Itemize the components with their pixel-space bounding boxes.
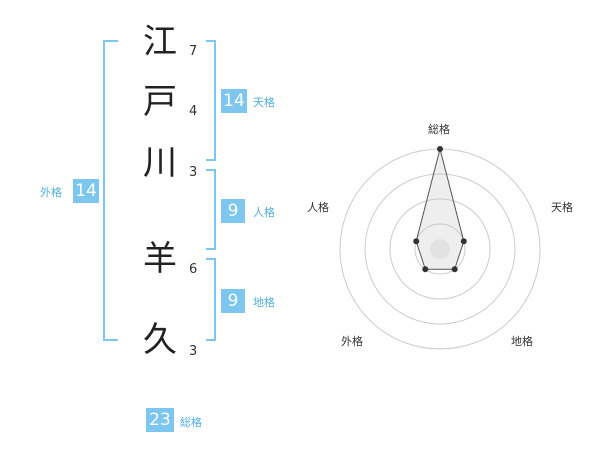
radar-center-disc: [430, 239, 450, 259]
stroke-count-3: 3: [189, 165, 198, 180]
chikaku-bracket: [206, 258, 216, 341]
jinkaku-label: 人格: [253, 206, 275, 219]
radar-point-外格: [422, 266, 429, 273]
radar-label-gaikaku: 外格: [341, 335, 363, 348]
radar-grid-ring-1: [414, 223, 466, 275]
radar-label-chikaku: 地格: [511, 335, 533, 348]
radar-grid-ring-3: [364, 173, 516, 325]
radar-point-天格: [460, 238, 467, 245]
tenkaku-value: 14: [221, 89, 247, 113]
soukaku-label: 総格: [180, 416, 202, 429]
stroke-count-2: 4: [189, 104, 198, 119]
radar-point-地格: [451, 266, 458, 273]
soukaku-value: 23: [146, 408, 174, 432]
jinkaku-bracket: [206, 169, 216, 250]
chikaku-label: 地格: [253, 296, 275, 309]
name-char-1: 江: [143, 22, 177, 62]
radar-label-soukaku: 総格: [428, 123, 450, 136]
stroke-count-4: 6: [189, 262, 198, 277]
gaikaku-bracket: [103, 40, 118, 341]
gaikaku-label: 外格: [40, 186, 62, 199]
name-char-2: 戸: [143, 82, 177, 122]
jinkaku-value: 9: [221, 199, 245, 223]
name-char-5: 久: [143, 320, 177, 360]
stroke-count-1: 7: [189, 44, 198, 59]
tenkaku-bracket: [206, 40, 216, 161]
radar-point-人格: [413, 238, 420, 245]
radar-grid-ring-2: [389, 198, 491, 300]
name-char-3: 川: [143, 143, 177, 183]
tenkaku-label: 天格: [253, 96, 275, 109]
stroke-count-5: 3: [189, 344, 198, 359]
name-char-4: 羊: [143, 239, 177, 279]
radar-area: [415, 148, 465, 270]
chikaku-value: 9: [221, 289, 245, 313]
radar-label-jinkaku: 人格: [307, 201, 329, 214]
radar-point-総格: [437, 146, 443, 152]
radar-label-tenkaku: 天格: [551, 201, 573, 214]
gaikaku-value: 14: [73, 179, 99, 203]
